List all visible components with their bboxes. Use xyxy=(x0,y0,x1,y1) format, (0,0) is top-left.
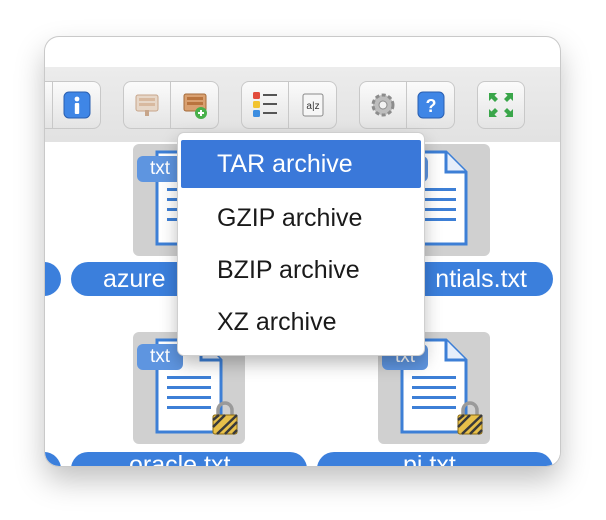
toolbar-button-partial[interactable] xyxy=(45,81,53,129)
menu-item-gzip-archive[interactable]: GZIP archive xyxy=(217,204,363,232)
file-label-pi[interactable]: pi.txt xyxy=(317,452,553,466)
svg-text:a|z: a|z xyxy=(306,101,319,112)
file-label-partial[interactable] xyxy=(45,452,61,466)
lock-icon xyxy=(212,401,238,435)
add-to-archive-icon xyxy=(183,93,207,119)
fullscreen-button[interactable] xyxy=(477,81,525,129)
menu-item-bzip-archive[interactable]: BZIP archive xyxy=(217,256,360,284)
file-type-badge: txt xyxy=(137,344,183,370)
settings-icon xyxy=(371,93,395,117)
info-button[interactable] xyxy=(53,81,101,129)
menu-item-tar-archive[interactable]: TAR archive xyxy=(181,140,421,188)
sort-az-icon: a|z xyxy=(302,93,323,117)
archive-format-menu: TAR archive GZIP archive BZIP archive XZ… xyxy=(178,133,424,355)
help-button[interactable]: ? xyxy=(407,81,455,129)
help-icon: ? xyxy=(417,91,444,119)
add-to-archive-button[interactable] xyxy=(171,81,219,129)
fullscreen-icon xyxy=(489,93,513,117)
file-label-partial[interactable] xyxy=(45,262,61,296)
sort-az-button[interactable]: a|z xyxy=(289,81,337,129)
settings-button[interactable] xyxy=(359,81,407,129)
extract-button[interactable] xyxy=(123,81,171,129)
view-mode-icon xyxy=(253,92,277,117)
view-mode-button[interactable] xyxy=(241,81,289,129)
svg-text:?: ? xyxy=(425,96,436,116)
toolbar: a|z ? xyxy=(45,67,560,170)
lock-icon xyxy=(457,401,483,435)
text-file-icon xyxy=(400,338,468,434)
extract-icon xyxy=(135,94,159,116)
file-label-oracle[interactable]: oracle.txt xyxy=(71,452,307,466)
file-tile-pi[interactable]: txt xyxy=(378,332,490,444)
menu-item-xz-archive[interactable]: XZ archive xyxy=(217,308,337,336)
info-icon xyxy=(63,91,90,119)
file-type-badge: txt xyxy=(137,156,183,182)
